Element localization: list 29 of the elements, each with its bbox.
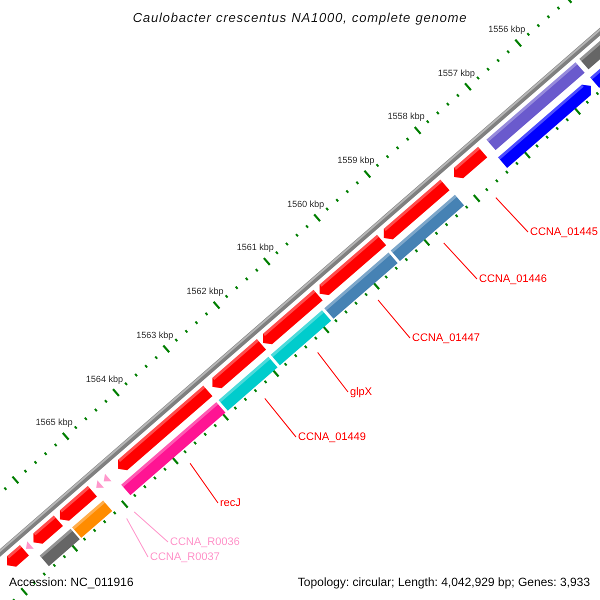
leader-line [443, 242, 478, 280]
leader-line [317, 352, 348, 392]
tick-label: 1561 kbp [236, 242, 274, 252]
leader-line [134, 511, 168, 542]
gene-label: CCNA_01446 [479, 273, 547, 285]
leader-line [378, 300, 410, 338]
gene-label: glpX [350, 386, 372, 398]
gene-label: CCNA_01449 [298, 431, 366, 443]
tick-label: 1560 kbp [287, 198, 324, 209]
tick-label: 1557 kbp [438, 68, 475, 78]
tick-label: 1564 kbp [86, 374, 123, 384]
gene-label: CCNA_R0036 [170, 536, 240, 548]
tick-label: 1556 kbp [488, 24, 526, 34]
leader-line [264, 398, 296, 438]
leader-line [495, 197, 528, 232]
gene-label: recJ [220, 497, 241, 509]
tick-label: 1563 kbp [136, 330, 174, 340]
footer-text: Topology: circular; Length: 4,042,929 bp; Genes: 3,933 [298, 575, 590, 589]
gene-label: CCNA_R0037 [150, 551, 220, 563]
leader-line [126, 518, 148, 558]
tick-label: 1558 kbp [388, 111, 425, 122]
footer-text: Accession: NC_011916 [9, 575, 134, 589]
leader-line [190, 462, 218, 504]
tick-label: 1562 kbp [186, 286, 224, 296]
gene-label: CCNA_01447 [412, 332, 480, 344]
tick-label: 1559 kbp [337, 155, 374, 166]
map-title: Caulobacter crescentus NA1000, complete genome [132, 10, 468, 25]
gene-label: CCNA_01445 [530, 226, 598, 238]
tick-label: 1565 kbp [36, 417, 73, 428]
